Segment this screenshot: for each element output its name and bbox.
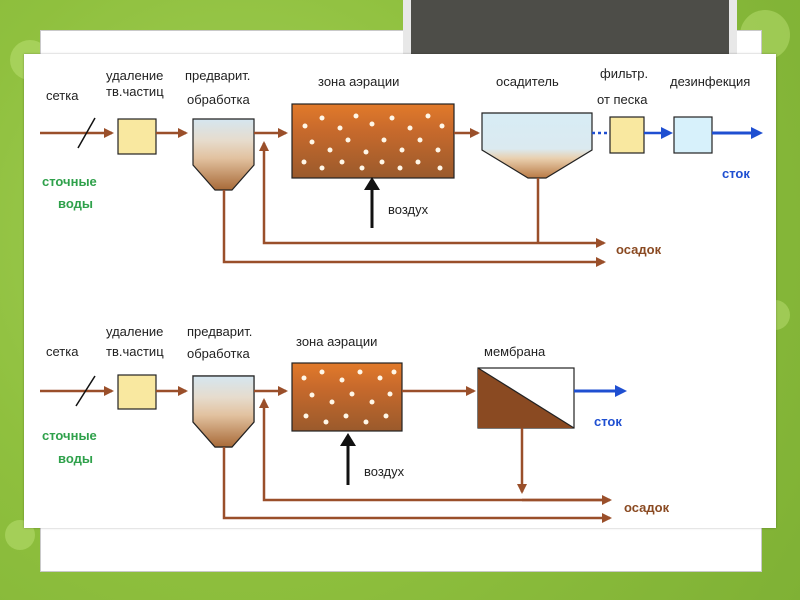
label-pretreat-1: предварит. [187, 324, 252, 339]
label-setka: сетка [46, 88, 79, 103]
label-outflow: сток [722, 166, 750, 181]
label-removal-2: тв.частиц [106, 84, 164, 99]
sludge-out-arrow-2 [222, 447, 612, 523]
label-removal-2: тв.частиц [106, 344, 164, 359]
label-wastewater-2: воды [58, 451, 93, 466]
label-outflow: сток [594, 414, 622, 429]
diagram-1: сетка удаление тв.частиц предварит. обра… [40, 66, 763, 267]
screen-slash [75, 375, 96, 407]
label-pretreat-2: обработка [187, 92, 250, 107]
label-filter-2: от песка [597, 92, 648, 107]
sand-filter-box [609, 116, 645, 154]
label-sludge: осадок [616, 242, 662, 257]
sludge-out-arrow-2 [222, 190, 606, 267]
label-air: воздух [388, 202, 429, 217]
label-wastewater-1: сточные [42, 428, 97, 443]
process-diagrams-svg: сетка удаление тв.частиц предварит. обра… [40, 66, 763, 523]
solids-removal-box [117, 374, 157, 410]
air-bubbles [301, 113, 445, 171]
label-membrane: мембрана [484, 344, 546, 359]
sludge-return-arrow [259, 141, 538, 245]
label-filter-1: фильтр. [600, 66, 648, 81]
label-pretreat-2: обработка [187, 346, 250, 361]
label-removal-1: удаление [106, 68, 163, 83]
settler-tank [481, 112, 593, 179]
label-air: воздух [364, 464, 405, 479]
aeration-tank [291, 362, 403, 432]
title-placeholder-box [403, 0, 737, 60]
label-aeration: зона аэрации [318, 74, 399, 89]
diagram-2: сетка удаление тв.частиц предварит. обра… [40, 324, 670, 523]
label-wastewater-1: сточные [42, 174, 97, 189]
disinfection-box [673, 116, 713, 154]
label-settler: осадитель [496, 74, 559, 89]
label-sludge: осадок [624, 500, 670, 515]
label-wastewater-2: воды [58, 196, 93, 211]
label-removal-1: удаление [106, 324, 163, 339]
label-disinfection: дезинфекция [670, 74, 750, 89]
pretreatment-tank [192, 118, 255, 191]
label-aeration: зона аэрации [296, 334, 377, 349]
diagram-panel: сетка удаление тв.частиц предварит. обра… [24, 54, 776, 528]
air-bubbles [301, 369, 397, 425]
sludge-return-arrow [259, 398, 604, 502]
solids-removal-box [117, 118, 157, 155]
screen-slash [77, 117, 96, 149]
label-setka: сетка [46, 344, 79, 359]
label-pretreat-1: предварит. [185, 68, 250, 83]
